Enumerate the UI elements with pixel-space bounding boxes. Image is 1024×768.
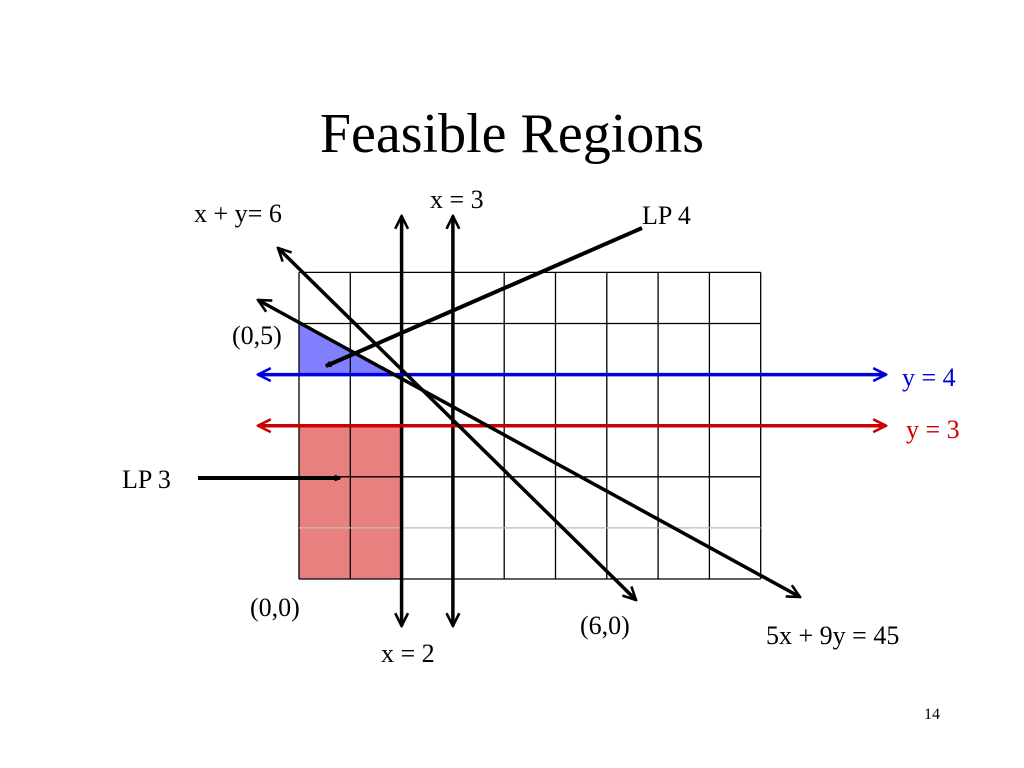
constraint-lines [258, 216, 886, 626]
label-y-4: y = 4 [902, 363, 956, 392]
label-point-0-5: (0,5) [232, 321, 282, 350]
label-x-plus-y-6: x + y= 6 [194, 199, 282, 228]
label-x-3: x = 3 [430, 185, 484, 214]
slide-title: Feasible Regions [319, 103, 705, 165]
label-point-0-0: (0,0) [250, 593, 300, 622]
page-number: 14 [924, 706, 940, 723]
label-x-2: x = 2 [381, 639, 435, 668]
label-5x-9y-45: 5x + 9y = 45 [766, 621, 899, 650]
label-lp3: LP 3 [122, 465, 171, 494]
label-lp4: LP 4 [642, 201, 691, 230]
label-y-3: y = 3 [906, 415, 960, 444]
line-5x-9y-45 [258, 298, 800, 599]
lp4-pointer-arrow [326, 226, 643, 368]
label-point-6-0: (6,0) [580, 611, 630, 640]
